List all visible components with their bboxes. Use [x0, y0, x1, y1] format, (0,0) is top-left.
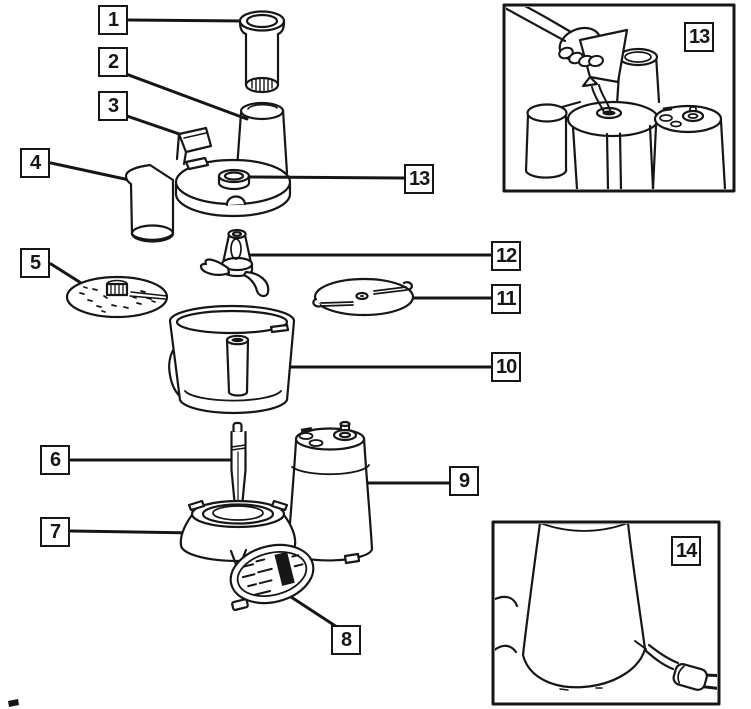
callout-box-6: 6 — [40, 445, 70, 475]
callout-box-1: 1 — [98, 5, 128, 35]
lid-illustration — [124, 156, 292, 243]
work-bowl-illustration — [168, 304, 296, 415]
callout-box-13-inset: 13 — [684, 22, 715, 52]
leader-8 — [286, 593, 339, 629]
callout-box-14-inset: 14 — [671, 536, 702, 566]
callout-box-9: 9 — [449, 466, 479, 496]
inset-cord-scene — [495, 524, 717, 694]
callout-box-12: 12 — [491, 241, 522, 271]
callout-box-13-main: 13 — [404, 164, 435, 194]
motor-housing-illustration — [286, 420, 374, 568]
leader-lines — [49, 18, 493, 629]
leader-4 — [49, 161, 136, 183]
leader-1 — [127, 18, 246, 23]
inset-13-border — [502, 3, 736, 193]
inset-14-border — [491, 520, 721, 706]
leader-2 — [124, 72, 249, 121]
callout-box-2: 2 — [98, 47, 128, 77]
callout-box-7: 7 — [40, 517, 70, 547]
slicing-disc-illustration — [312, 277, 415, 317]
leader-3 — [125, 114, 190, 139]
latch-clip-illustration — [175, 126, 213, 166]
scan-artifact-mark — [8, 699, 19, 707]
chopping-blade-illustration — [199, 228, 270, 298]
leader-13-main — [247, 175, 406, 180]
inset-pouring-scene — [506, 7, 727, 189]
food-pusher-illustration — [238, 10, 286, 94]
callout-box-10: 10 — [491, 352, 522, 382]
shredding-disc-illustration — [65, 275, 169, 319]
callout-box-3: 3 — [98, 91, 128, 121]
callout-box-4: 4 — [20, 148, 50, 178]
callout-box-5: 5 — [20, 248, 50, 278]
callout-box-11: 11 — [491, 284, 521, 314]
drive-shaft-illustration — [230, 421, 247, 511]
leader-7 — [69, 529, 199, 535]
callout-box-8: 8 — [331, 625, 361, 655]
rating-label-cap-illustration — [229, 543, 315, 612]
